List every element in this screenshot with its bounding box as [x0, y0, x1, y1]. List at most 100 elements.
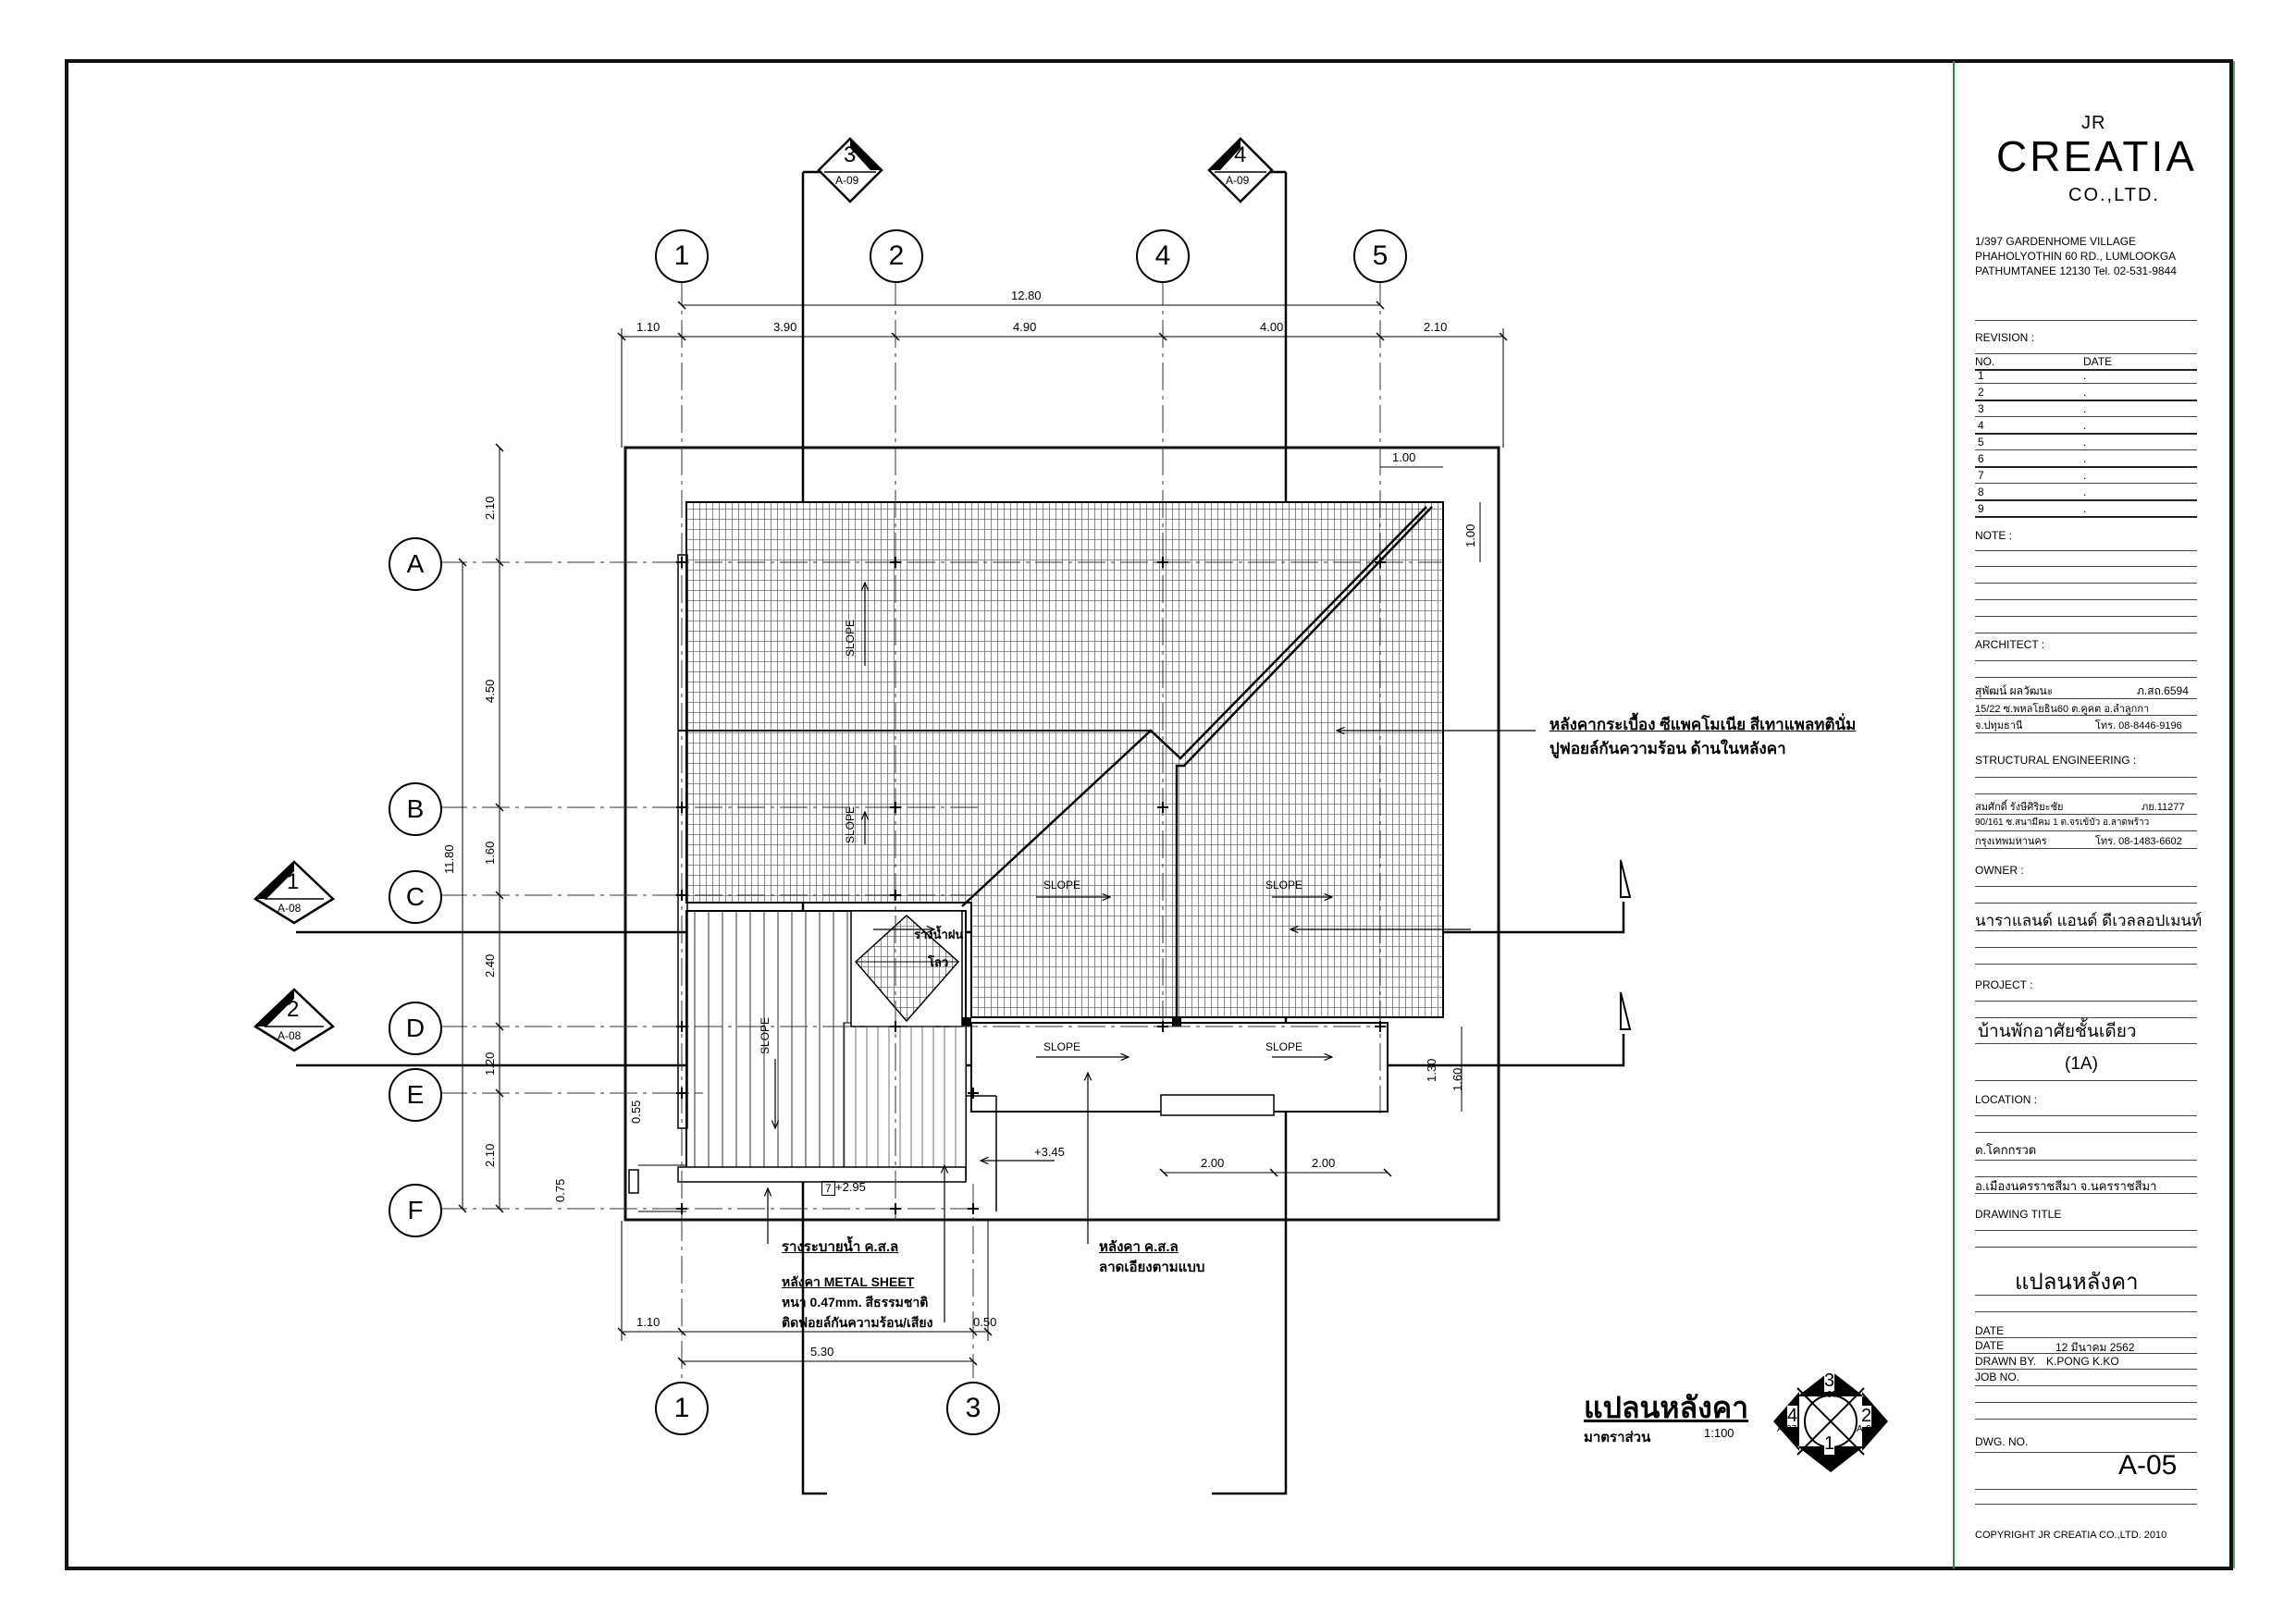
slope-label: SLOPE	[844, 805, 857, 843]
revision-row: 8	[1978, 486, 1984, 498]
dim-right-b: 1.60	[1450, 1067, 1464, 1091]
engineer-address-2: กรุงเทพมหานคร	[1975, 836, 2047, 847]
grid-bubble-row-f: F	[389, 1184, 442, 1237]
revision-row: 2	[1978, 386, 1984, 399]
architect-label: ARCHITECT :	[1975, 638, 2045, 651]
dim-top-2: 3.90	[773, 320, 797, 334]
dim-top-3: 4.90	[1013, 320, 1037, 334]
note-roof-line-1: หลังคากระเบื้อง ซีแพคโมเนีย สีเทาแพลทติน…	[1549, 716, 1857, 733]
dim-left-4: 2.40	[483, 953, 497, 977]
revision-date-label: DATE	[2083, 355, 2113, 368]
job-label: JOB NO.	[1975, 1371, 2020, 1383]
revision-row: 1	[1978, 369, 1984, 382]
revision-row: 3	[1978, 402, 1984, 415]
engineer-address-1: 90/161 ซ.สนามีคม 1 ต.จรเข้บัว อ.ลาดพร้าว	[1975, 818, 2150, 828]
grid-bubble-top-2: 2	[870, 229, 923, 283]
project-name: บ้านพักอาศัยชั้นเดียว	[1978, 1022, 2137, 1041]
section-callout-3-ref: A-09	[835, 174, 859, 187]
slope-label: SLOPE	[1043, 879, 1081, 891]
architect-name: สุพัฒน์ ผลวัฒนะ	[1975, 684, 2054, 697]
dim-left-total: 11.80	[442, 844, 456, 874]
level-a: +3.45	[1034, 1145, 1065, 1159]
section-callout-1-ref: A-08	[278, 902, 302, 915]
revision-row-date: .	[2083, 386, 2087, 399]
revision-row-date: .	[2083, 436, 2087, 449]
copyright: COPYRIGHT JR CREATIA CO.,LTD. 2010	[1975, 1530, 2167, 1541]
key-mark-ref: A-06	[1857, 1424, 1877, 1434]
logo-jr: JR	[2081, 113, 2106, 133]
dim-bottom-total: 5.30	[810, 1345, 834, 1359]
roof-outline	[623, 446, 1500, 1222]
sheet-border	[65, 59, 2233, 1570]
architect-address-1: 15/22 ซ.พหลโยธิน60 ต.คูคต อ.ลำลูกกา	[1975, 704, 2150, 715]
note-concrete-1: หลังคา ค.ส.ล	[1099, 1239, 1179, 1255]
dim-bottom-2: 0.50	[973, 1315, 997, 1329]
grid-bubble-row-e: E	[389, 1068, 442, 1122]
section-callout-2-num: 2	[287, 997, 300, 1022]
dim-bottom-1: 1.10	[636, 1315, 660, 1329]
dim-left-6: 2.10	[483, 1143, 497, 1167]
location-line-1: ต.โคกกรวด	[1975, 1143, 2037, 1157]
dim-top-1: 1.10	[636, 320, 660, 334]
concrete-roof	[962, 1017, 1389, 1211]
grid-bubble-row-b: B	[389, 782, 442, 836]
grid-intersections	[676, 557, 1386, 1214]
section-callout-2: 2 A-08	[252, 988, 337, 1052]
dim-left-5: 1.20	[483, 1051, 497, 1076]
section-callout-1-num: 1	[287, 869, 300, 894]
engineer-name: สมศักดิ์ รังษีศิริยะชัย	[1975, 802, 2064, 813]
key-mark-num: 2	[1861, 1406, 1872, 1427]
dim-left-small-b: 0.75	[553, 1178, 567, 1202]
date-label: DATE	[1975, 1324, 2005, 1337]
logo-co: CO.,LTD.	[2068, 185, 2160, 205]
dim-corner-h: 1.00	[1392, 450, 1416, 464]
dim-top-total: 12.80	[1011, 289, 1042, 302]
dim-flat-a: 2.00	[1201, 1156, 1225, 1170]
slope-label: SLOPE	[1265, 1040, 1303, 1053]
key-mark-num: 3	[1824, 1371, 1835, 1392]
date-value: 12 มีนาคม 2562	[2055, 1341, 2135, 1354]
revision-no-label: NO.	[1975, 355, 1995, 368]
project-type: (1A)	[2065, 1054, 2098, 1074]
owner-label: OWNER :	[1975, 864, 2024, 877]
grid-bubble-row-d: D	[389, 1002, 442, 1055]
note-metal-2: หนา 0.47mm. สีธรรมชาติ	[782, 1295, 929, 1309]
key-plan-marker: 3 A-07 2 A-06 1 A-06 4 A-07	[1771, 1369, 1890, 1474]
slope-label: SLOPE	[759, 1016, 772, 1054]
grid-bubble-top-5: 5	[1353, 229, 1407, 283]
dim-corner-v: 1.00	[1463, 523, 1477, 547]
section-callout-3: 3 A-09	[817, 137, 883, 203]
revision-row-date: .	[2083, 402, 2087, 415]
engineer-license: ภย.11277	[2142, 802, 2185, 813]
key-mark-ref: A-07	[1818, 1390, 1838, 1400]
revision-row-date: .	[2083, 486, 2087, 498]
key-mark-ref: A-06	[1818, 1454, 1838, 1464]
slope-label: SLOPE	[1265, 879, 1303, 891]
grid-bubble-bottom-3: 3	[946, 1382, 1000, 1435]
drawn-value: K.PONG K.KO	[2046, 1355, 2119, 1368]
level-b-tag: 7	[821, 1181, 835, 1196]
dim-left-3: 1.60	[483, 841, 497, 865]
revision-row-date: .	[2083, 419, 2087, 432]
slope-label: SLOPE	[1043, 1040, 1081, 1053]
section-callout-2-ref: A-08	[278, 1029, 302, 1042]
dwg-label: DWG. NO.	[1975, 1435, 2029, 1448]
level-b: +2.95	[835, 1180, 866, 1194]
grid-bubble-row-c: C	[389, 870, 442, 924]
address-line-3: PATHUMTANEE 12130 Tel. 02-531-9844	[1975, 264, 2177, 277]
location-line-2: อ.เมืองนครราชสีมา จ.นครราชสีมา	[1975, 1179, 2157, 1193]
key-mark-num: 1	[1824, 1433, 1835, 1455]
key-mark-ref: A-07	[1777, 1424, 1797, 1434]
section-callout-4-ref: A-09	[1226, 174, 1250, 187]
date-label-2: DATE	[1975, 1339, 2005, 1352]
slope-label: SLOPE	[844, 619, 857, 657]
engineer-tel: โทร. 08-1483-6602	[2095, 836, 2182, 847]
note-roof-line-2: ปูฟอยล์กันความร้อน ด้านในหลังคา	[1549, 740, 1786, 757]
note-gutter: รางระบายน้ำ ค.ส.ล	[782, 1239, 899, 1255]
grid-bubble-row-a: A	[389, 537, 442, 591]
metal-sheet-roof	[677, 910, 967, 1183]
section-callout-4: 4 A-09	[1207, 137, 1274, 203]
architect-license: ภ.สถ.6594	[2137, 684, 2189, 697]
plan-scale: 1:100	[1704, 1426, 1734, 1440]
